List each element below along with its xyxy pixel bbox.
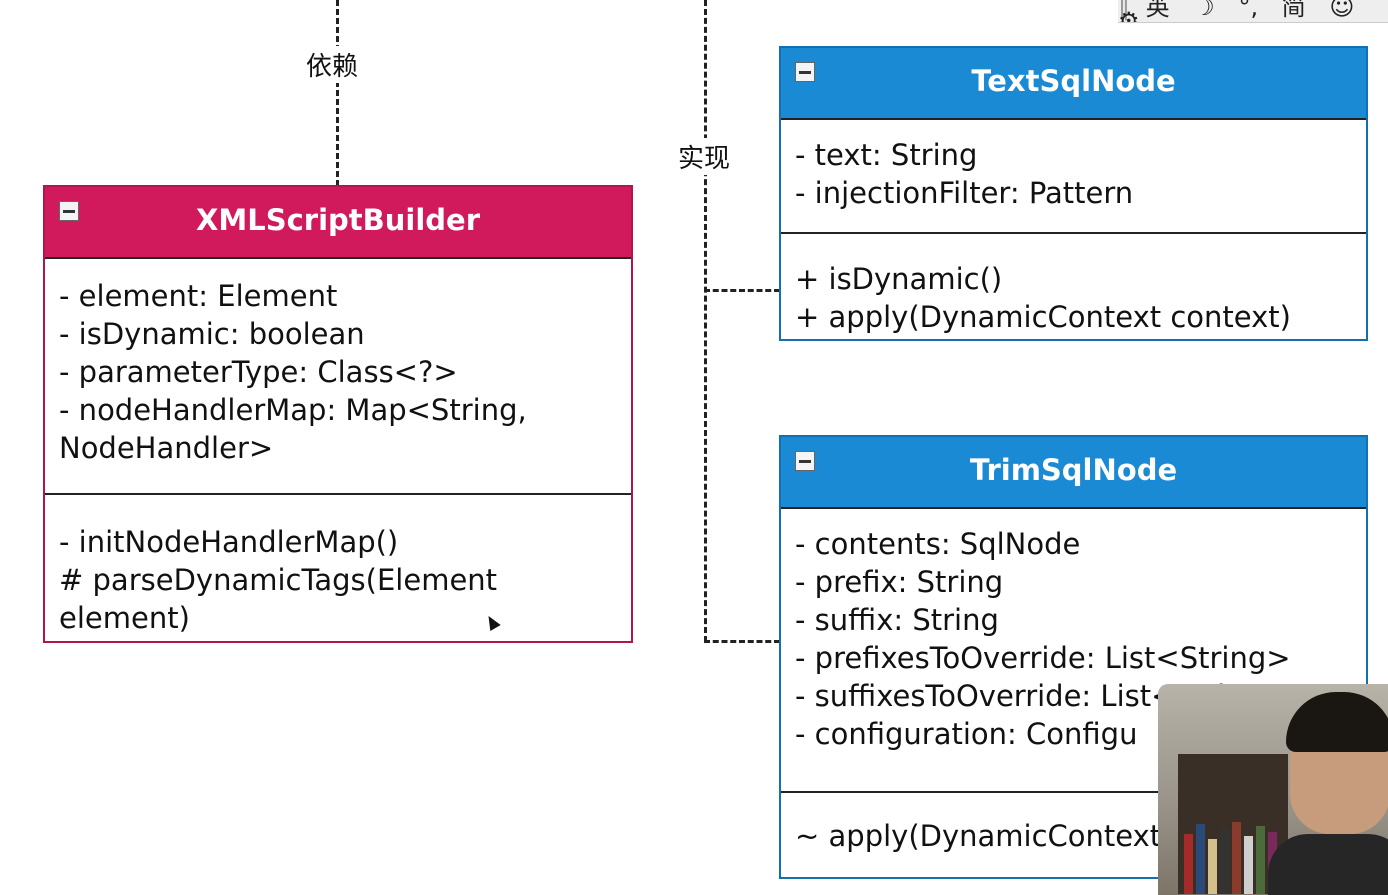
collapse-icon[interactable] xyxy=(795,62,815,82)
class-header[interactable]: TextSqlNode xyxy=(781,48,1366,120)
class-box-textsqlnode[interactable]: TextSqlNode - text: String - injectionFi… xyxy=(779,46,1368,341)
attribute-row: - suffix: String xyxy=(795,603,999,637)
attribute-row: - prefixesToOverride: List<String> xyxy=(795,641,1291,675)
methods-section: ~ apply(DynamicContext xyxy=(781,791,1366,877)
realization-line xyxy=(704,0,707,642)
attribute-row: - prefix: String xyxy=(795,565,1004,599)
attribute-row: - parameterType: Class<?> xyxy=(59,355,458,389)
attribute-row: - nodeHandlerMap: Map<String, NodeHandle… xyxy=(59,393,527,465)
attribute-row: - element: Element xyxy=(59,279,338,313)
book xyxy=(1184,834,1193,894)
method-row: - initNodeHandlerMap() xyxy=(59,525,399,559)
method-row: + isDynamic() xyxy=(795,262,1003,296)
webcam-overlay xyxy=(1158,684,1388,895)
collapse-icon[interactable] xyxy=(795,451,815,471)
class-name: TextSqlNode xyxy=(971,64,1176,98)
class-name: XMLScriptBuilder xyxy=(196,203,480,237)
method-row: ~ apply(DynamicContext xyxy=(795,819,1162,853)
ime-language-toggle[interactable]: 英 xyxy=(1145,0,1170,21)
attributes-section: - text: String - injectionFilter: Patter… xyxy=(781,120,1366,232)
person-body xyxy=(1268,834,1388,895)
realization-branch-trimsqlnode xyxy=(704,640,780,643)
realization-label: 实现 xyxy=(676,138,733,175)
gear-icon[interactable]: ⚙ xyxy=(1118,7,1140,23)
person-hair xyxy=(1286,692,1388,752)
attributes-section: - contents: SqlNode - prefix: String - s… xyxy=(781,509,1366,791)
punctuation-icon[interactable]: °, xyxy=(1238,0,1259,21)
attributes-section: - element: Element - isDynamic: boolean … xyxy=(45,259,631,493)
attribute-row: - text: String xyxy=(795,138,978,172)
collapse-icon[interactable] xyxy=(59,201,79,221)
book xyxy=(1244,836,1253,894)
moon-icon[interactable]: ☽ xyxy=(1193,0,1215,21)
class-header[interactable]: XMLScriptBuilder xyxy=(45,187,631,259)
attribute-row: - configuration: Configu xyxy=(795,717,1138,751)
class-box-trimsqlnode[interactable]: TrimSqlNode - contents: SqlNode - prefix… xyxy=(779,435,1368,879)
methods-section: - initNodeHandlerMap() # parseDynamicTag… xyxy=(45,493,631,641)
dependency-line xyxy=(336,0,339,186)
attribute-row: - injectionFilter: Pattern xyxy=(795,176,1134,210)
dependency-label: 依赖 xyxy=(304,46,361,83)
attribute-row: - isDynamic: boolean xyxy=(59,317,365,351)
ime-toolbar: ‖ 英 ☽ °, 简 ☺ ⚙ xyxy=(1118,0,1388,23)
book xyxy=(1256,826,1265,894)
book xyxy=(1196,824,1205,894)
realization-branch-textsqlnode xyxy=(704,289,780,292)
attribute-row: - contents: SqlNode xyxy=(795,527,1081,561)
class-box-xmlscriptbuilder[interactable]: XMLScriptBuilder - element: Element - is… xyxy=(43,185,633,643)
ime-simplified-toggle[interactable]: 简 xyxy=(1281,0,1306,21)
method-row: # parseDynamicTags(Element element) xyxy=(59,563,498,635)
method-row: + apply(DynamicContext context) xyxy=(795,300,1291,334)
methods-section: + isDynamic() + apply(DynamicContext con… xyxy=(781,232,1366,337)
emoji-icon[interactable]: ☺ xyxy=(1329,0,1355,21)
book xyxy=(1220,829,1229,894)
book xyxy=(1232,822,1241,894)
book xyxy=(1208,839,1217,894)
class-name: TrimSqlNode xyxy=(969,453,1178,487)
class-header[interactable]: TrimSqlNode xyxy=(781,437,1366,509)
